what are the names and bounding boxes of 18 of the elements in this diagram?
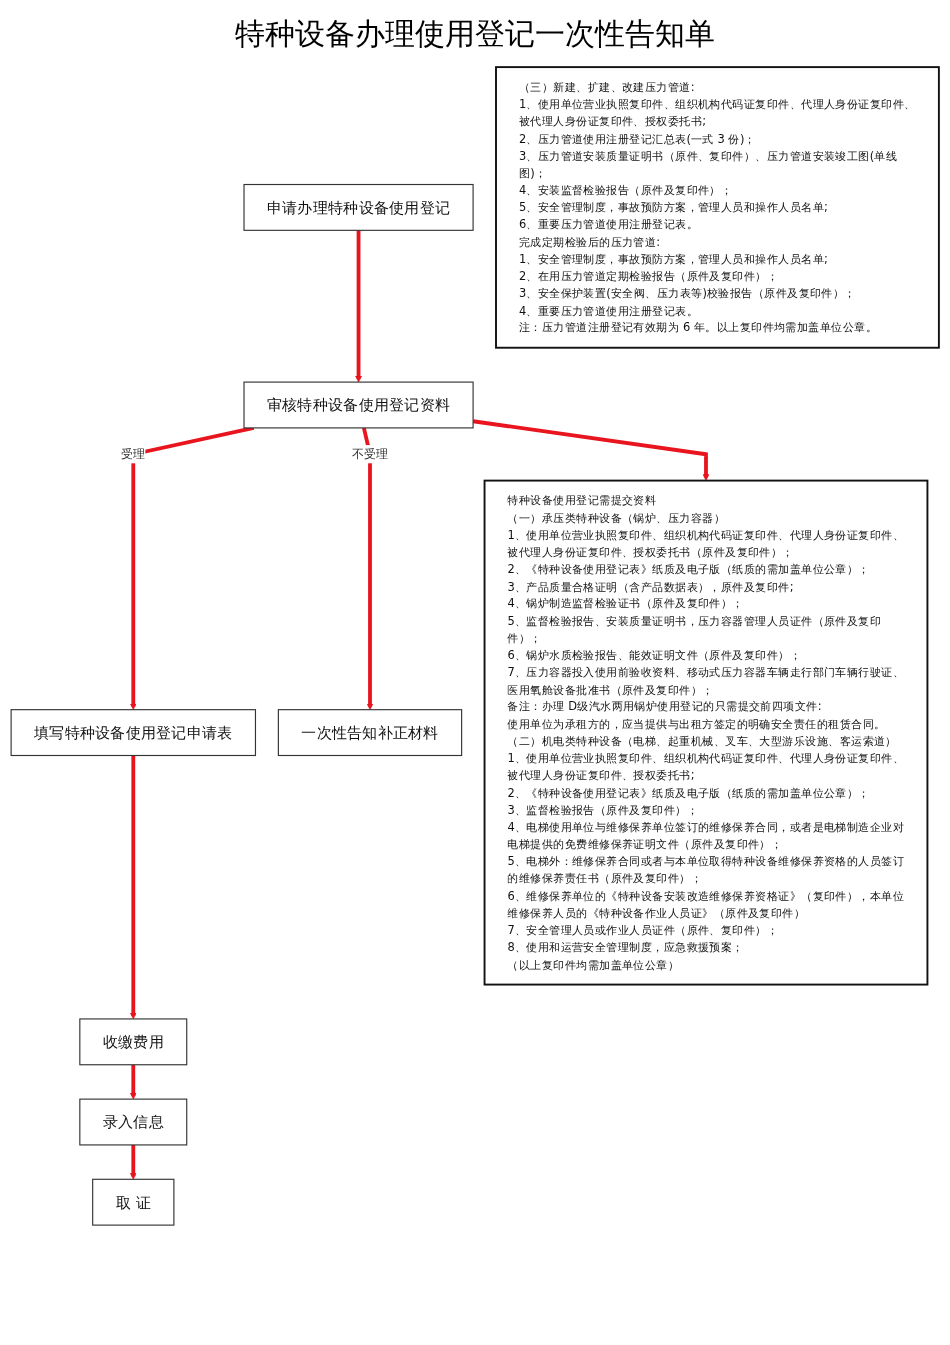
node-box: 录入信息 [79, 1098, 188, 1146]
arrow [129, 755, 137, 1020]
arrow [129, 1064, 137, 1100]
node-box: 一次性告知补正材料 [277, 709, 463, 757]
edge-label: 受理 [121, 446, 146, 462]
node-box: 取 证 [92, 1178, 175, 1226]
arrow [129, 426, 255, 710]
arrow [129, 1144, 137, 1180]
node-box: 特种设备使用登记需提交资料 （一）承压类特种设备（锅炉、压力容器） 1、使用单位营业执照复印件、组织机构代码证复印件、代理人身份证复印件、被代理人身份证复印件、授权委托书（原件及复印件）； 2、《特种设备使用登记表》纸质及电子版（纸质的需加盖单位公章）； 3、产品质量合格证明（含产品数据表），原件及复印件; 4、锅炉制造监督检验证书（原件及复印件）； 5、监督检验报告、安装质量证明书，压力容器管理人员证件（原件及复印件）； 6、锅炉水质检验报告、能效证明文件（原件及复印件）； 7、压力容器投入使用前验收资料、移动式压力容器车辆走行部门车辆行驶证、医用氧舱设备批准书（原件及复印件）； 备注：办理 D级汽水两用锅炉使用登记的只需提交前四项文件: 使用单位为承租方的，应当提供与出租方签定的明确安全责任的租赁合同。 （二）机电类特种设备（电梯、起重机械、叉车、大型游乐设施、客运索道） 1、使用单位营业执照复印件、组织机构代码证复印件、代理人身份证复印件、被代理人身份证复印件、授权委托书; 2、《特种设备使用登记表》纸质及电子版（纸质的需加盖单位公章）； 3、监督检验报告（原件及复印件）； 4、电梯使用单位与维修保养单位签订的维修保养合同，或者是电梯制造企业对电梯提供的免费维修保养证明文件（原件及复印件）； 5、电梯外：维修保养合同或者与本单位取得特种设备维修保养资格的人员签订的维修保养责任书（原件及复印件）； 6、维修保养单位的《特种设备安装改造维修保养资格证》（复印件），本单位维修保养人员的《特种设备作业人员证》（原件及复印件） 7、安全管理人员或作业人员证件（原件、复印件）； 8、使用和运营安全管理制度，应急救援预案； （以上复印件均需加盖单位公章） [483, 479, 929, 986]
node-box: （三）新建、扩建、改建压力管道: 1、使用单位营业执照复印件、组织机构代码证复印件、代理人身份证复印件、被代理人身份证复印件、授权委托书; 2、压力管道使用注册登记汇总表(一式 3 份)； 3、压力管道安装质量证明书（原件、复印件）、压力管道安装竣工图(单线图)； 4、安装监督检验报告（原件及复印件）； 5、安全管理制度，事故预防方案，管理人员和操作人员名单; 6、重要压力管道使用注册登记表。 完成定期检验后的压力管道: 1、安全管理制度，事故预防方案，管理人员和操作人员名单; 2、在用压力管道定期检验报告（原件及复印件）； 3、安全保护装置(安全阀、压力表等)校验报告（原件及复印件）； 4、重要压力管道使用注册登记表。 注：压力管道注册登记有效期为 6 年。以上复印件均需加盖单位公章。 [495, 66, 940, 349]
node-box: 申请办理特种设备使用登记 [243, 183, 474, 231]
edge-label: 不受理 [351, 446, 389, 462]
node-box: 收缴费用 [79, 1018, 188, 1066]
arrow [355, 230, 362, 383]
node-box: 审核特种设备使用登记资料 [243, 381, 474, 429]
node-box: 填写特种设备使用登记申请表 [10, 709, 257, 757]
diagram-title: 特种设备办理使用登记一次性告知单 [234, 15, 716, 53]
arrow [362, 427, 374, 710]
